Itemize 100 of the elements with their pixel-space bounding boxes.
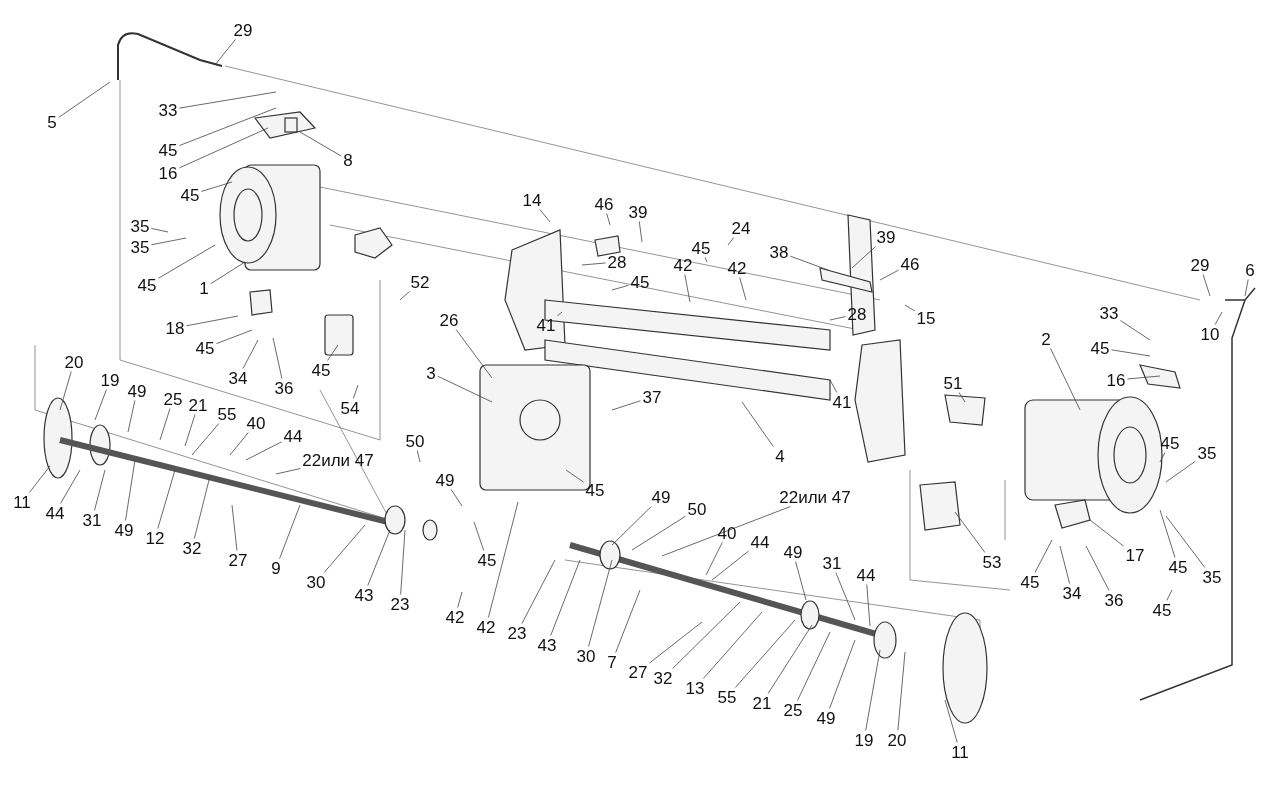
leader-line <box>275 468 301 475</box>
callout-number: 42 <box>672 256 694 274</box>
leader-line <box>94 389 107 421</box>
callout-number: 45 <box>690 239 712 257</box>
callout-number: 54 <box>339 399 361 417</box>
leader-line <box>684 274 691 303</box>
leader-line <box>184 414 196 447</box>
leader-line <box>1202 274 1211 297</box>
leader-line <box>1159 452 1166 463</box>
callout-number: 49 <box>815 709 837 727</box>
leader-line <box>649 621 703 664</box>
leader-line <box>879 269 899 281</box>
leader-line <box>60 469 81 504</box>
leader-line <box>194 475 211 539</box>
callout-number: 45 <box>1159 434 1181 452</box>
callout-number: 19 <box>99 371 121 389</box>
callout-number: 1 <box>198 279 210 297</box>
callout-number: 45 <box>157 141 179 159</box>
callout-number: 34 <box>227 369 249 387</box>
leader-line <box>58 81 111 118</box>
callout-number: 51 <box>942 374 964 392</box>
callout-number: 11 <box>12 493 32 511</box>
callout-number: 45 <box>194 339 216 357</box>
callout-number: 9 <box>270 559 282 577</box>
callout-number: 32 <box>181 539 203 557</box>
leader-line <box>851 246 876 269</box>
callout-number: 10 <box>1199 325 1221 343</box>
callout-number: 36 <box>273 379 295 397</box>
callout-number: 18 <box>164 319 186 337</box>
leader-line <box>179 127 269 169</box>
callout-number: 55 <box>716 688 738 706</box>
callout-number: 45 <box>1167 558 1189 576</box>
leader-line <box>611 284 629 291</box>
callout-number: 16 <box>1105 371 1127 389</box>
leader-line <box>954 511 986 553</box>
leader-line <box>323 524 366 573</box>
leader-line <box>125 459 136 521</box>
leader-line <box>229 432 249 456</box>
leader-line <box>611 506 652 546</box>
callout-number: 29 <box>232 21 254 39</box>
leader-line <box>201 181 233 192</box>
callout-number: 14 <box>521 191 543 209</box>
leader-line <box>437 375 493 403</box>
callout-number: 5 <box>46 113 58 131</box>
callout-number: 8 <box>342 151 354 169</box>
leader-line <box>703 611 763 679</box>
callout-number: 2 <box>1040 330 1052 348</box>
leader-line <box>741 401 774 447</box>
callout-number: 45 <box>310 361 332 379</box>
callout-number: 4 <box>774 447 786 465</box>
callout-number: 7 <box>606 653 618 671</box>
callout-number: 20 <box>886 731 908 749</box>
callout-number: 35 <box>1196 444 1218 462</box>
leader-line <box>672 601 741 669</box>
callout-number: 45 <box>629 273 651 291</box>
leader-line <box>455 329 493 379</box>
callout-number: 27 <box>227 551 249 569</box>
leader-line <box>829 316 846 321</box>
callout-number: 43 <box>536 636 558 654</box>
leader-line <box>210 261 246 285</box>
callout-number: 40 <box>245 414 267 432</box>
callout-number: 34 <box>1061 584 1083 602</box>
leader-line <box>457 591 463 608</box>
leader-line <box>151 237 187 246</box>
leader-line <box>127 400 136 433</box>
callout-number: 36 <box>1103 591 1125 609</box>
callout-number: 49 <box>650 488 672 506</box>
leader-line <box>615 589 641 653</box>
leader-line <box>866 584 871 627</box>
callout-number: 45 <box>1151 601 1173 619</box>
leader-line <box>59 371 72 411</box>
callout-number: 45 <box>584 481 606 499</box>
callout-number: 21 <box>187 396 209 414</box>
callout-number: 49 <box>113 521 135 539</box>
leader-line <box>1085 545 1110 591</box>
callout-number: 42 <box>726 259 748 277</box>
callout-number: 50 <box>686 500 708 518</box>
callout-number: 6 <box>1244 261 1256 279</box>
leader-line <box>352 384 359 399</box>
callout-number: 42 <box>475 618 497 636</box>
leader-line <box>795 561 807 601</box>
leader-line <box>904 304 915 312</box>
callout-number: 45 <box>1019 573 1041 591</box>
leader-line <box>835 572 856 621</box>
leader-line <box>245 441 282 461</box>
leader-line <box>1089 519 1124 547</box>
callout-number: 45 <box>179 186 201 204</box>
callout-number: 32 <box>652 669 674 687</box>
callout-number: 35 <box>1201 568 1223 586</box>
leader-line <box>473 521 485 551</box>
leader-line <box>214 39 236 66</box>
leader-line <box>1059 545 1070 584</box>
leader-line <box>661 506 791 557</box>
callout-number: 45 <box>476 551 498 569</box>
leader-line <box>191 423 220 456</box>
leader-line <box>829 639 856 709</box>
leader-line <box>631 515 686 551</box>
callout-number: 41 <box>535 316 557 334</box>
leader-line <box>242 339 259 369</box>
leader-line <box>94 469 106 511</box>
